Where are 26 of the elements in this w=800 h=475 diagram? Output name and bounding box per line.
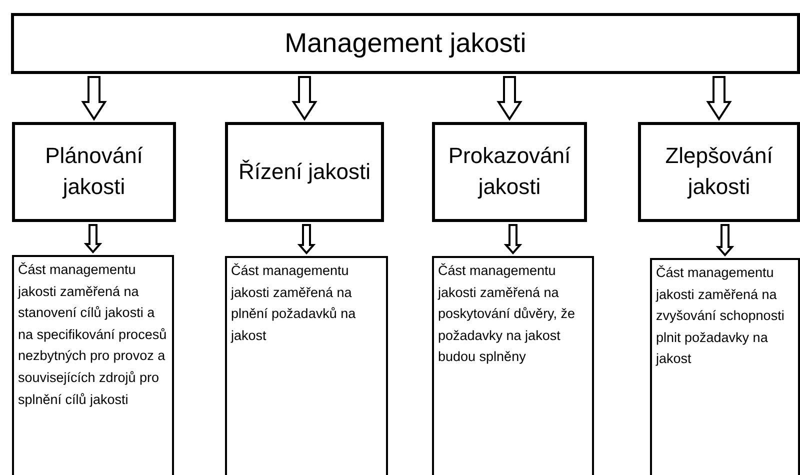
hollow-arrow xyxy=(84,224,102,254)
hollow-arrow xyxy=(504,224,522,255)
header-box xyxy=(11,13,800,74)
category-title: Plánování jakosti xyxy=(44,142,144,201)
description-box xyxy=(225,256,388,475)
category-box xyxy=(638,122,800,222)
hollow-arrow xyxy=(716,224,734,257)
description-box xyxy=(650,258,800,475)
description-text: Část managementu jakosti zaměřená na poskytování důvěry, že požadavky na jakost budou splněny xyxy=(438,262,576,366)
category-title: Prokazování jakosti xyxy=(447,142,572,201)
category-title: Zlepšování jakosti xyxy=(664,142,774,201)
description-text: Část managementu jakosti zaměřená na zvyšování schopnosti plnit požadavky na jakost xyxy=(656,264,786,368)
hollow-arrow xyxy=(706,76,732,121)
header-title: Management jakosti xyxy=(284,27,526,60)
description-text: Část managementu jakosti zaměřená na plnění požadavků na jakost xyxy=(231,262,357,345)
category-box xyxy=(12,122,176,222)
category-box xyxy=(225,122,384,222)
hollow-arrow xyxy=(81,76,107,121)
hollow-arrow xyxy=(496,76,522,121)
category-title: Řízení jakosti xyxy=(238,158,371,186)
hollow-arrow xyxy=(297,224,316,255)
category-box xyxy=(432,122,587,222)
description-text: Část managementu jakosti zaměřená na stanovení cílů jakosti a na specifikování procesů nezbytných pro provoz a souvisejících zdrojů pro splnění cílů jakosti xyxy=(18,261,168,409)
description-box xyxy=(432,256,594,475)
hollow-arrow xyxy=(292,76,318,121)
description-box xyxy=(12,255,174,475)
